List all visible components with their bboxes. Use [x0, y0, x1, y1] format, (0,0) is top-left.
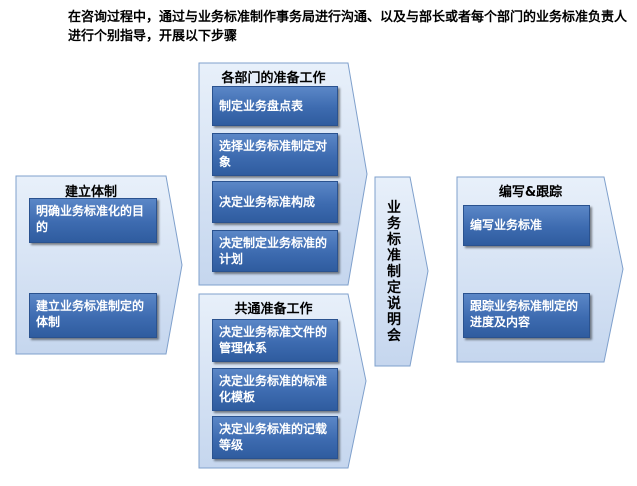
write-track-item-2: 跟踪业务标准制定的进度及内容 — [463, 293, 590, 338]
dept-prep-item-1: 制定业务盘点表 — [212, 86, 338, 126]
establish-item-2: 建立业务标准制定的体制 — [29, 293, 157, 338]
write-track-item-1: 编写业务标准 — [463, 205, 590, 246]
dept-prep-title: 各部门的准备工作 — [221, 71, 326, 86]
dept-prep-item-4: 决定制定业务标准的计划 — [212, 230, 338, 272]
common-prep-title: 共通准备工作 — [234, 302, 313, 317]
common-prep-item-1: 决定业务标准文件的管理体系 — [212, 319, 338, 362]
common-prep-item-3: 决定业务标准的记载等级 — [212, 416, 338, 459]
dept-prep-item-2: 选择业务标准制定对象 — [212, 133, 338, 176]
intro-text: 在咨询过程中，通过与业务标准制作事务局进行沟通、以及与部长或者每个部门的业务标准… — [68, 10, 628, 44]
common-prep-item-2: 决定业务标准的标准化模板 — [212, 368, 338, 411]
dept-prep-item-3: 决定业务标准构成 — [212, 181, 338, 223]
establish-item-1: 明确业务标准化的目的 — [29, 198, 157, 243]
write-track-title: 编写&跟踪 — [498, 185, 563, 200]
briefing-chevron — [374, 176, 429, 367]
briefing-title: 业务标准制定说明会 — [387, 200, 401, 344]
establish-title: 建立体制 — [64, 185, 117, 200]
